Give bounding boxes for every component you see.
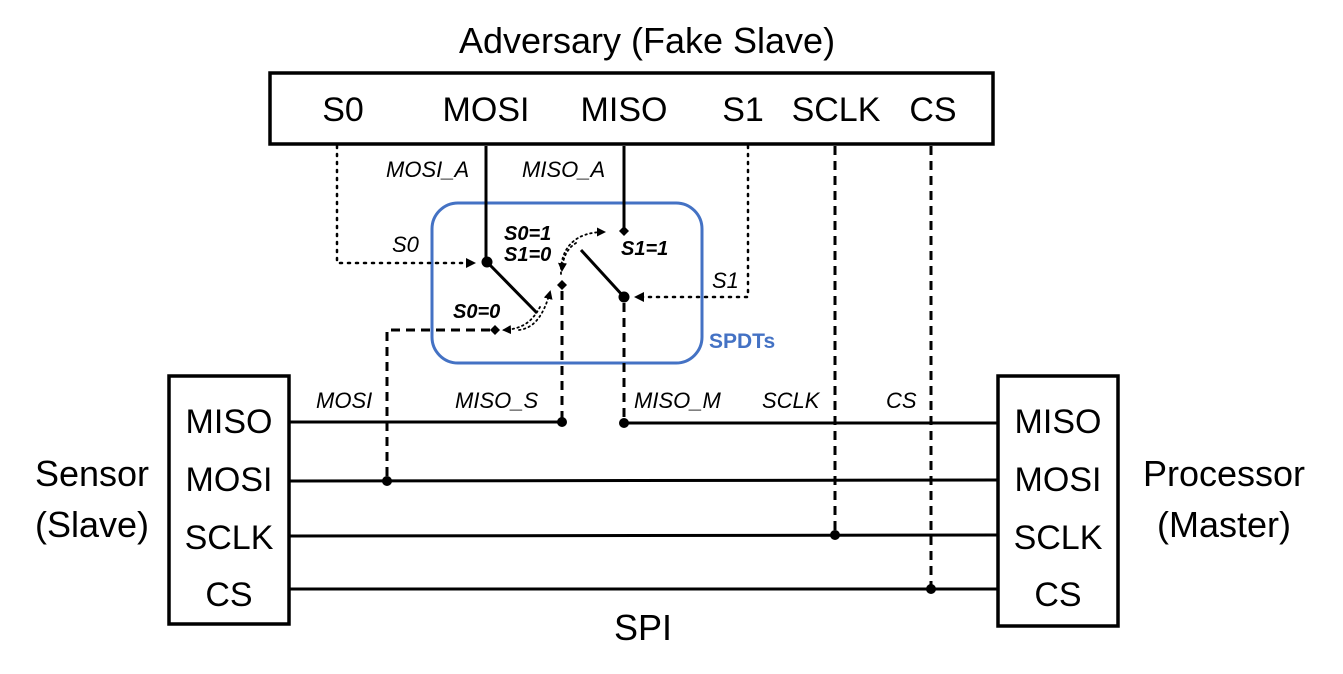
mosi-bus-line (288, 478, 999, 483)
adversary-pin-s1: S1 (722, 91, 764, 129)
spdt-left-blade (485, 260, 539, 315)
processor-title-line1: Processor (1143, 453, 1305, 494)
miso-m-node (619, 418, 629, 428)
signal-label-miso-m: MISO_M (634, 388, 721, 413)
spdt-left-contact-s0-1 (557, 280, 567, 290)
processor-pin-mosi: MOSI (1015, 461, 1102, 499)
sensor-pin-mosi: MOSI (186, 461, 273, 499)
state-label-s1-1: S1=1 (621, 238, 668, 260)
sensor-title-line2: (Slave) (35, 504, 149, 545)
adversary-pin-s0: S0 (322, 91, 364, 129)
processor-box (996, 374, 1120, 628)
state-label-s0-0: S0=0 (453, 301, 500, 323)
signal-label-s0: S0 (392, 232, 420, 257)
adversary-pin-cs: CS (909, 91, 956, 129)
signal-label-miso-a: MISO_A (522, 157, 605, 182)
processor-pin-cs: CS (1034, 576, 1081, 614)
switch-motion-arrow-up (518, 290, 553, 331)
state-label-s0-1: S0=1 (504, 223, 551, 245)
signal-label-cs: CS (886, 388, 917, 413)
adversary-box (268, 71, 995, 146)
spdt-right-blade (579, 248, 626, 299)
mosi-tap-line (385, 328, 490, 481)
spdt-label: SPDTs (709, 330, 775, 353)
spdt-right-contact-s1-1 (619, 226, 629, 236)
sensor-pin-miso: MISO (186, 403, 273, 441)
adversary-pin-miso: MISO (581, 91, 668, 129)
adversary-title: Adversary (Fake Slave) (459, 20, 835, 61)
signal-label-sclk: SCLK (762, 388, 821, 413)
spdt-left-contact-s0-0 (490, 325, 500, 335)
s0-control-line (335, 144, 476, 268)
spi-bus-label: SPI (614, 607, 672, 648)
switch-motion-arrow-down (558, 242, 577, 272)
processor-pin-miso: MISO (1015, 403, 1102, 441)
sclk-bus-line (288, 533, 999, 538)
s1-control-line (634, 144, 750, 302)
adversary-pin-sclk: SCLK (792, 91, 881, 129)
adversary-pin-mosi: MOSI (443, 91, 530, 129)
cs-tap-node (926, 584, 936, 594)
sensor-box (167, 374, 291, 626)
mosi-tap-node (382, 476, 392, 486)
spdt-box (430, 201, 704, 365)
sensor-pin-sclk: SCLK (185, 519, 274, 557)
state-label-s1-0: S1=0 (504, 244, 551, 266)
sclk-tap-node (830, 530, 840, 540)
miso-s-node (557, 417, 567, 427)
signal-label-mosi: MOSI (316, 388, 372, 413)
sensor-title-line1: Sensor (35, 453, 149, 494)
signal-label-miso-s: MISO_S (455, 388, 538, 413)
processor-title-line2: (Master) (1157, 504, 1291, 545)
switch-motion-arrow-left (502, 306, 541, 335)
signal-label-s1: S1 (712, 268, 739, 293)
processor-pin-sclk: SCLK (1014, 519, 1103, 557)
signal-label-mosi-a: MOSI_A (386, 157, 469, 182)
sensor-pin-cs: CS (205, 576, 252, 614)
